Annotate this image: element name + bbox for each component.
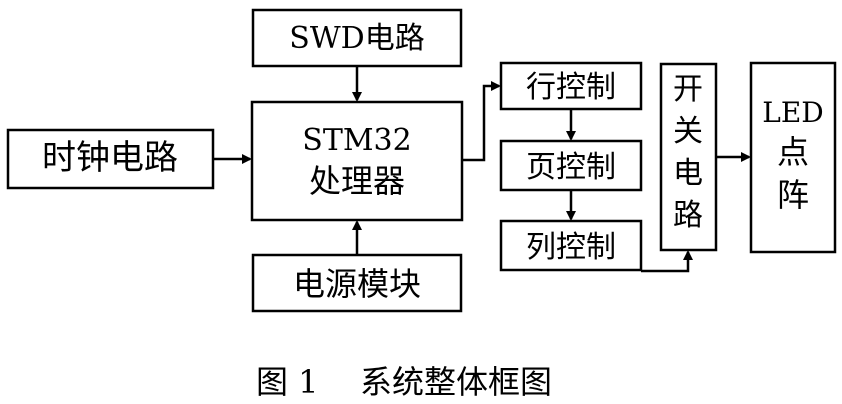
led-matrix-block: LED 点 阵: [749, 61, 837, 254]
switch-circuit-block: 开 关 电 路: [659, 62, 718, 252]
power-module-block: 电源模块: [251, 253, 463, 313]
stm32-label-line2: 处理器: [309, 162, 405, 200]
figure-caption: 图 1 系统整体框图: [256, 363, 552, 401]
switch-circuit-char-2: 关: [673, 114, 703, 149]
arrow-stm32-to-row-control: [462, 81, 501, 162]
row-control-block: 行控制: [499, 61, 643, 111]
switch-circuit-char-3: 电: [673, 156, 703, 191]
switch-circuit-char-4: 路: [673, 198, 703, 233]
swd-circuit-label: SWD电路: [289, 21, 424, 56]
arrow-column-to-switch: [641, 250, 693, 273]
clock-circuit-block: 时钟电路: [6, 128, 215, 190]
power-module-label: 电源模块: [293, 265, 421, 303]
figure-caption-number: 图 1: [256, 363, 319, 401]
switch-circuit-char-1: 开: [673, 72, 703, 107]
led-matrix-label-line2: 点: [777, 133, 809, 171]
stm32-processor-block: STM32 处理器: [250, 100, 464, 222]
figure-caption-title: 系统整体框图: [360, 363, 552, 401]
swd-circuit-block: SWD电路: [251, 8, 463, 68]
clock-circuit-label: 时钟电路: [42, 138, 178, 178]
column-control-block: 列控制: [499, 219, 643, 272]
led-matrix-label-line1: LED: [762, 96, 823, 129]
stm32-label-line1: STM32: [302, 123, 411, 158]
led-matrix-label-line3: 阵: [777, 176, 809, 214]
page-control-label: 页控制: [526, 150, 616, 185]
row-control-label: 行控制: [526, 70, 616, 105]
connections: [213, 66, 751, 273]
column-control-label: 列控制: [526, 230, 616, 265]
page-control-block: 页控制: [499, 139, 643, 192]
